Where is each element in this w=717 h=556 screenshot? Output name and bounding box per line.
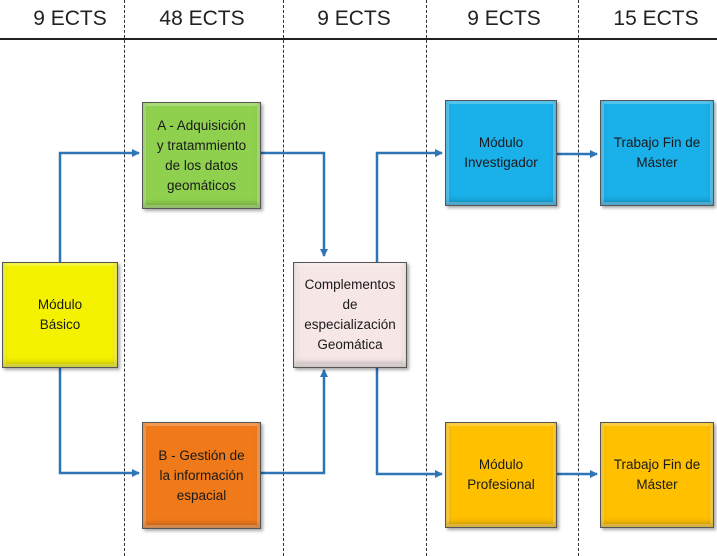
modulo-b-label: B - Gestión de la información espacial	[158, 447, 245, 503]
arrow-complementos-to-profesional	[375, 368, 443, 478]
arrow-b-to-complementos	[261, 369, 328, 475]
tfm-profesional-box: Trabajo Fin de Máster	[600, 422, 714, 528]
column-divider-3	[426, 0, 427, 556]
column-label-2: 48 ECTS	[159, 7, 245, 30]
tfm-investigador-label: Trabajo Fin de Máster	[613, 135, 701, 170]
modulo-investigador-label: Módulo Investigador	[464, 135, 538, 170]
modulo-a-box: A - Adquisición y tratammiento de los da…	[142, 102, 261, 209]
modulo-b-box: B - Gestión de la información espacial	[142, 422, 261, 529]
column-label-1: 9 ECTS	[33, 7, 107, 30]
column-divider-1	[124, 0, 125, 556]
column-label-5: 15 ECTS	[613, 7, 699, 30]
column-divider-4	[578, 0, 579, 556]
arrow-basico-to-b	[58, 368, 140, 477]
complementos-label: Complementos de especialización Geomátic…	[304, 277, 396, 352]
arrow-basico-to-a	[58, 149, 140, 262]
complementos-box: Complementos de especialización Geomátic…	[293, 262, 407, 368]
modulo-basico-box: Módulo Básico	[2, 262, 118, 368]
arrow-complementos-to-investigador	[375, 149, 443, 262]
modulo-profesional-label: Módulo Profesional	[467, 457, 535, 492]
arrow-a-to-complementos	[261, 151, 328, 257]
column-label-3: 9 ECTS	[317, 7, 391, 30]
modulo-a-label: A - Adquisición y tratammiento de los da…	[156, 117, 247, 193]
modulo-profesional-box: Módulo Profesional	[445, 422, 557, 528]
tfm-investigador-box: Trabajo Fin de Máster	[600, 100, 714, 206]
modulo-basico-label: Módulo Básico	[37, 297, 83, 332]
tfm-profesional-label: Trabajo Fin de Máster	[613, 457, 701, 492]
ects-header-row: 9 ECTS 48 ECTS 9 ECTS 9 ECTS 15 ECTS	[0, 0, 717, 40]
column-label-4: 9 ECTS	[467, 7, 541, 30]
modulo-investigador-box: Módulo Investigador	[445, 100, 557, 206]
column-divider-2	[283, 0, 284, 556]
